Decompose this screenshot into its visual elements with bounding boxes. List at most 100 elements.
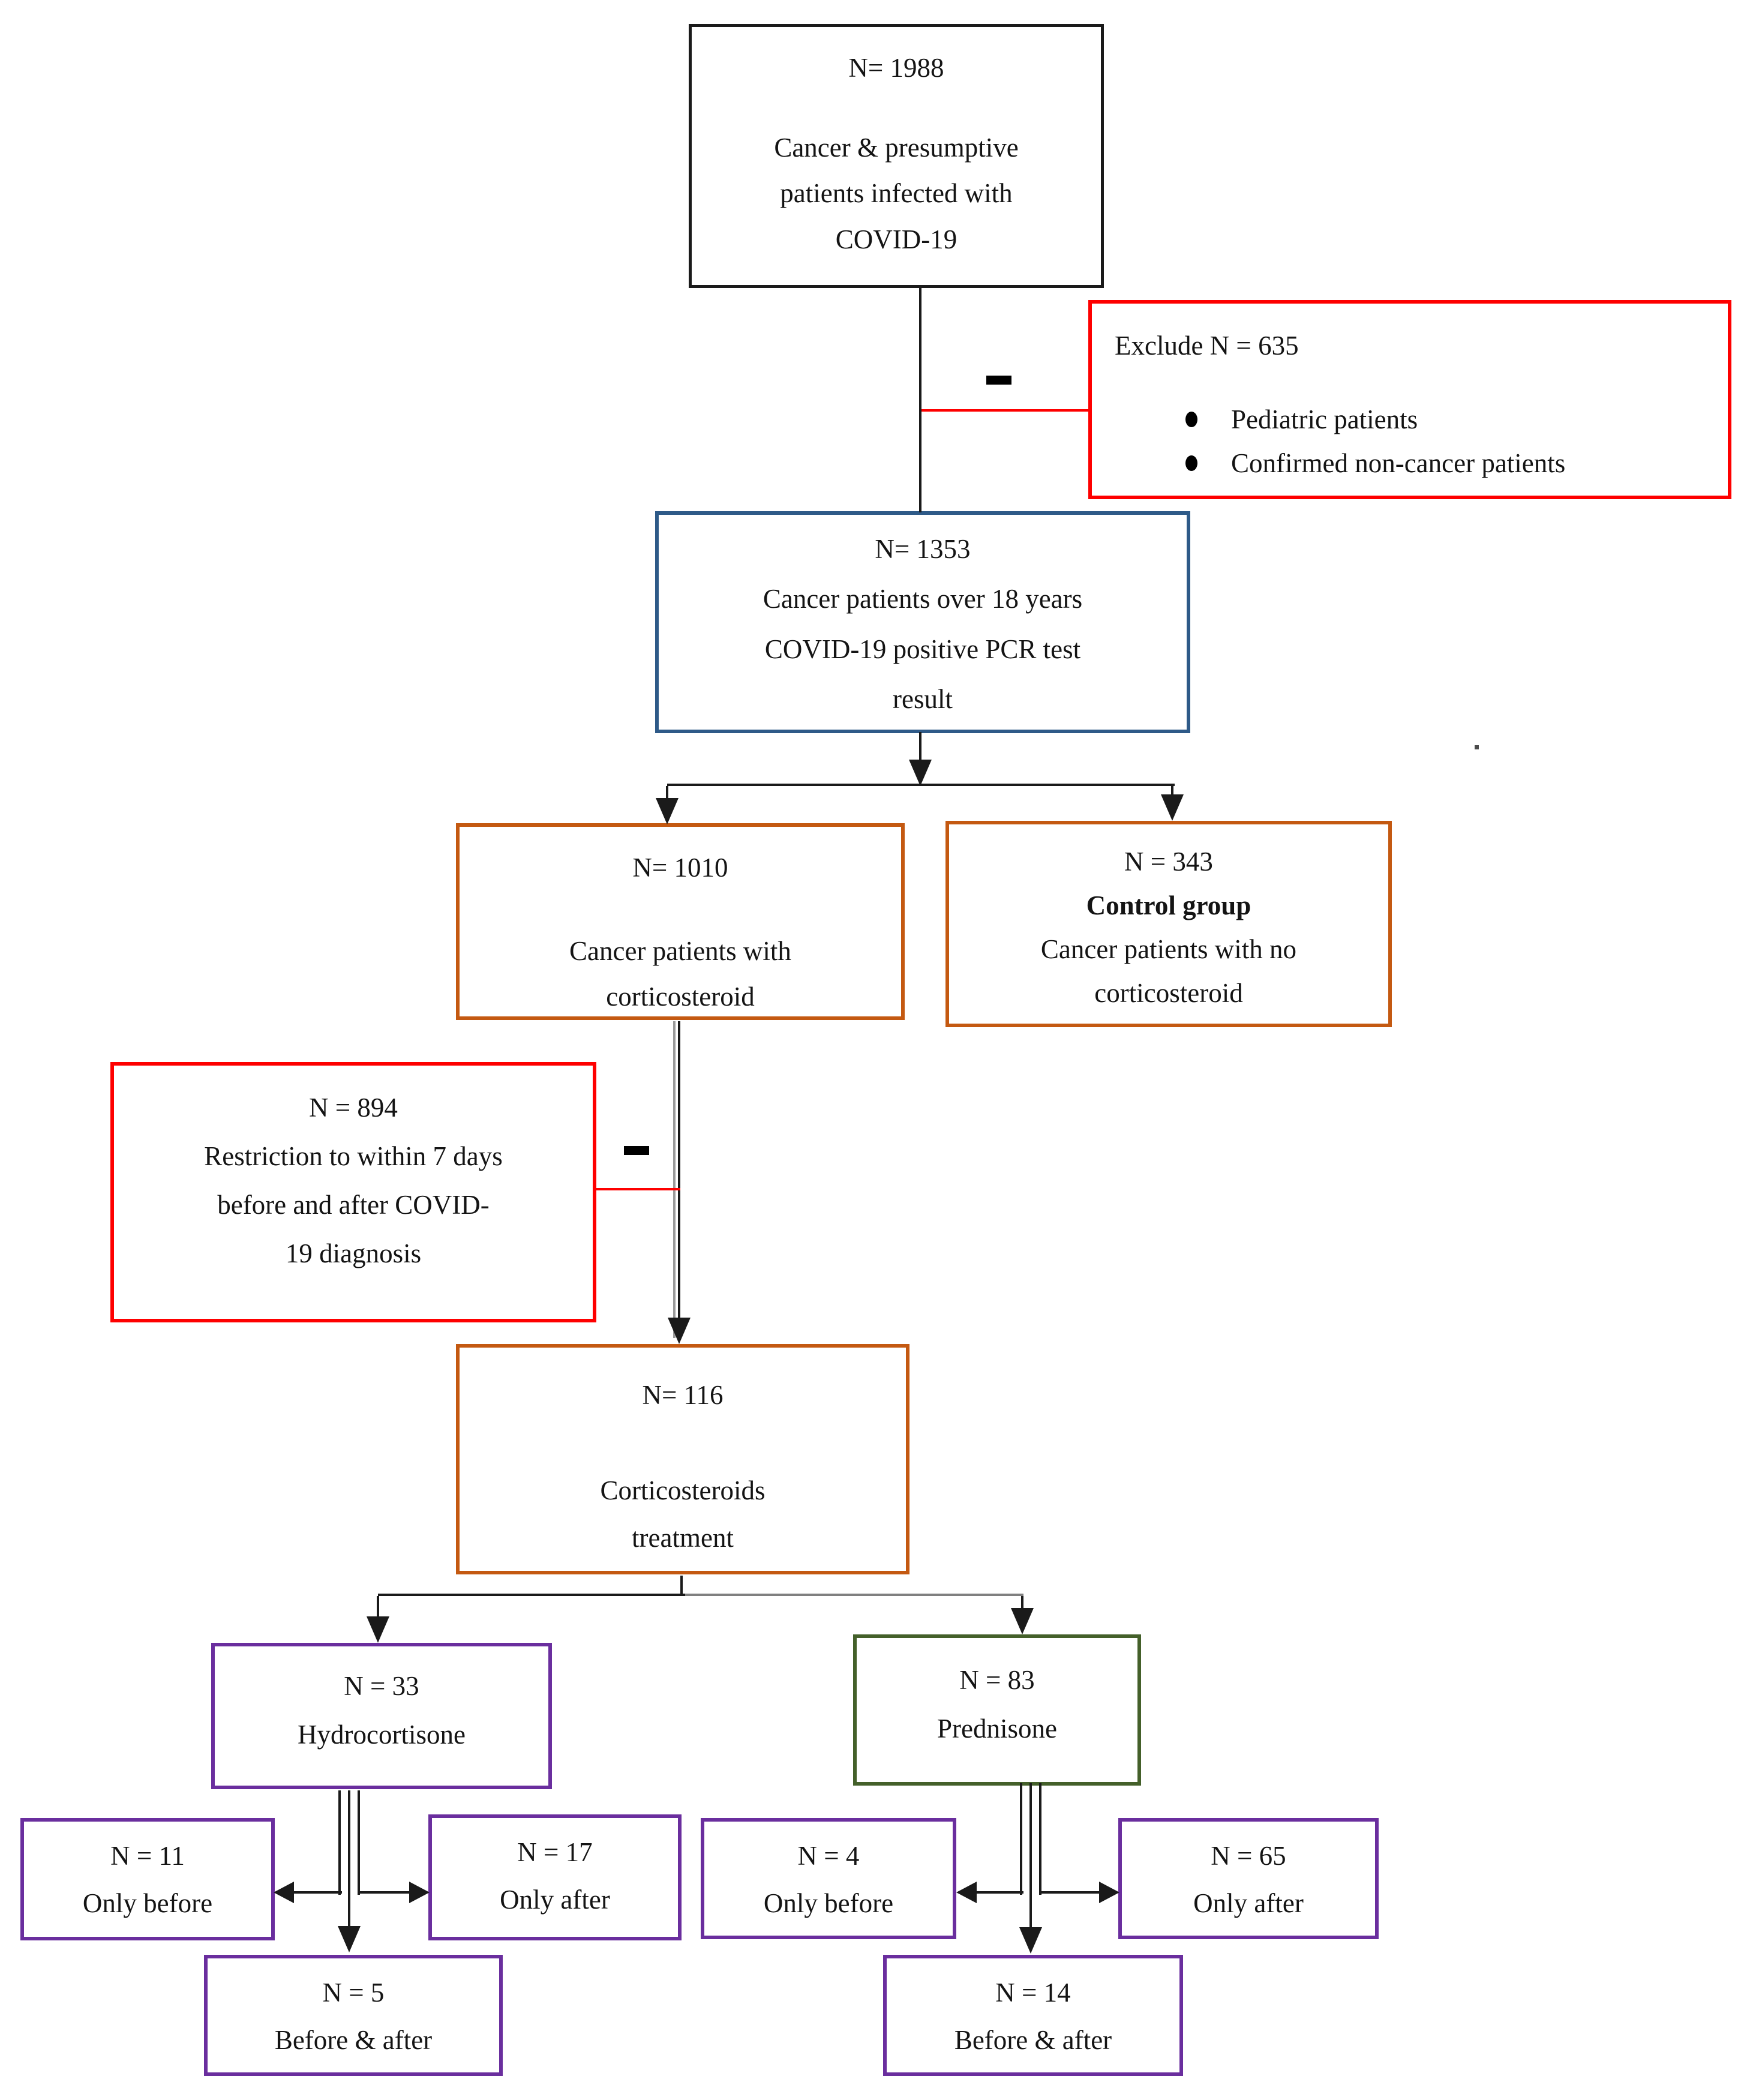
bullet-dot-icon bbox=[1185, 455, 1197, 472]
connector-hydro-left-line bbox=[338, 1790, 341, 1895]
box-line: Before & after bbox=[274, 2024, 433, 2055]
bullet-text: Pediatric patients bbox=[1231, 404, 1418, 434]
arrowhead-left-icon bbox=[274, 1882, 294, 1903]
box-line: 19 diagnosis bbox=[285, 1238, 422, 1268]
connector-stub-hydro bbox=[377, 1596, 379, 1619]
arrowhead-down-icon bbox=[1161, 794, 1184, 821]
connector-split-bar-black bbox=[378, 1594, 685, 1596]
n-count: N = 33 bbox=[344, 1671, 419, 1701]
connector-total-to-pcr bbox=[919, 288, 921, 512]
arrowhead-left-icon bbox=[956, 1882, 977, 1903]
connector-pred-left-line bbox=[1020, 1783, 1022, 1895]
connector-pred-left-arm bbox=[975, 1891, 1023, 1894]
connector-split-bar-gray bbox=[685, 1594, 1023, 1596]
n-count: N = 5 bbox=[322, 1978, 385, 2008]
flow-box-with-corticosteroid: N= 1010 Cancer patients with corticoster… bbox=[456, 823, 905, 1020]
connector-hydro-right-arm bbox=[359, 1891, 410, 1894]
connector-hydro-left-arm bbox=[293, 1891, 342, 1894]
n-count: N= 1010 bbox=[632, 853, 728, 883]
connector-cortico-to-treat bbox=[678, 1021, 680, 1319]
minus-icon bbox=[986, 376, 1011, 385]
arrowhead-down-icon bbox=[909, 760, 932, 786]
flow-box-corticosteroids-treatment: N= 116 Corticosteroids treatment bbox=[456, 1344, 909, 1574]
n-count: N= 116 bbox=[642, 1380, 724, 1410]
box-line: COVID-19 bbox=[835, 224, 957, 254]
dot-icon bbox=[1475, 745, 1479, 749]
flow-box-exclusions: Exclude N = 635 Pediatric patients Confi… bbox=[1088, 300, 1731, 499]
connector-pcr-stem bbox=[919, 732, 921, 761]
flow-box-hydro-only-before: N = 11 Only before bbox=[20, 1818, 275, 1940]
n-count: N = 11 bbox=[110, 1841, 185, 1871]
box-line: Before & after bbox=[954, 2024, 1112, 2055]
flow-box-pcr-positive: N= 1353 Cancer patients over 18 years CO… bbox=[655, 511, 1190, 733]
bullet-item: Confirmed non-cancer patients bbox=[1185, 442, 1728, 485]
n-count: N = 343 bbox=[1124, 847, 1213, 877]
flow-box-restriction-7days: N = 894 Restriction to within 7 days bef… bbox=[110, 1062, 596, 1322]
n-count: N= 1988 bbox=[848, 53, 944, 83]
bullet-text: Confirmed non-cancer patients bbox=[1231, 448, 1566, 478]
connector-hydro-right-line bbox=[358, 1790, 360, 1895]
n-count: N = 65 bbox=[1211, 1841, 1286, 1871]
box-line: Cancer patients with no bbox=[1040, 934, 1297, 964]
n-count: N = 894 bbox=[309, 1093, 398, 1123]
arrowhead-right-icon bbox=[409, 1882, 430, 1903]
box-line: Restriction to within 7 days bbox=[204, 1141, 503, 1171]
flow-box-pred-before-and-after: N = 14 Before & after bbox=[883, 1955, 1183, 2076]
box-line: treatment bbox=[632, 1522, 734, 1553]
arrowhead-down-icon bbox=[338, 1926, 361, 1952]
arrowhead-down-icon bbox=[1011, 1608, 1034, 1634]
bullet-dot-icon bbox=[1185, 412, 1197, 428]
n-count: N = 83 bbox=[959, 1665, 1035, 1695]
connector-stub-pred bbox=[1021, 1596, 1023, 1610]
n-count: N = 4 bbox=[797, 1841, 860, 1871]
arrowhead-down-icon bbox=[1019, 1927, 1042, 1954]
exclude-title: Exclude N = 635 bbox=[1115, 331, 1299, 361]
box-line: COVID-19 positive PCR test bbox=[764, 634, 1081, 664]
connector-pred-mid-line bbox=[1029, 1783, 1032, 1928]
n-count: N= 1353 bbox=[875, 534, 971, 564]
flow-box-total-patients: N= 1988 Cancer & presumptive patients in… bbox=[689, 24, 1104, 288]
box-line: Only before bbox=[82, 1888, 213, 1918]
box-line: patients infected with bbox=[780, 178, 1013, 208]
box-line: Cancer patients with bbox=[569, 935, 791, 966]
connector-pred-right-arm bbox=[1040, 1891, 1100, 1894]
bullet-item: Pediatric patients bbox=[1185, 398, 1728, 442]
arrowhead-down-icon bbox=[656, 798, 679, 824]
n-count: N = 14 bbox=[995, 1978, 1071, 2008]
connector-restrict-link bbox=[596, 1188, 680, 1190]
box-line: Prednisone bbox=[937, 1714, 1057, 1744]
arrowhead-down-icon bbox=[668, 1318, 691, 1344]
connector-exclude-link bbox=[921, 409, 1089, 412]
flow-box-prednisone: N = 83 Prednisone bbox=[853, 1634, 1141, 1786]
box-line: Cancer patients over 18 years bbox=[763, 584, 1083, 614]
box-line: Only before bbox=[763, 1888, 894, 1918]
control-group-subtitle: Control group bbox=[1086, 890, 1251, 920]
arrowhead-down-icon bbox=[367, 1616, 389, 1643]
minus-icon bbox=[624, 1146, 649, 1155]
box-line: before and after COVID- bbox=[217, 1190, 490, 1220]
box-line: Only after bbox=[500, 1884, 610, 1915]
flow-box-hydrocortisone: N = 33 Hydrocortisone bbox=[211, 1643, 552, 1789]
connector-stub-right bbox=[1171, 786, 1173, 796]
connector-pred-right-line bbox=[1039, 1783, 1041, 1895]
connector-treat-stem bbox=[680, 1576, 683, 1596]
flow-box-pred-only-after: N = 65 Only after bbox=[1118, 1818, 1379, 1939]
arrowhead-right-icon bbox=[1099, 1882, 1119, 1903]
connector-shadow-line bbox=[673, 1021, 676, 1338]
box-line: Hydrocortisone bbox=[298, 1720, 466, 1750]
flow-box-control-group: N = 343 Control group Cancer patients wi… bbox=[945, 821, 1392, 1027]
box-line: Corticosteroids bbox=[600, 1475, 766, 1505]
n-count: N = 17 bbox=[517, 1837, 593, 1867]
box-line: corticosteroid bbox=[1094, 977, 1243, 1008]
exclude-bullet-list: Pediatric patients Confirmed non-cancer … bbox=[1115, 398, 1728, 485]
box-line: Only after bbox=[1193, 1888, 1304, 1918]
connector-stub-left bbox=[666, 786, 668, 800]
connector-split-bar bbox=[667, 784, 1175, 786]
flow-box-hydro-before-and-after: N = 5 Before & after bbox=[204, 1955, 503, 2076]
box-line: Cancer & presumptive bbox=[774, 132, 1019, 163]
box-line: corticosteroid bbox=[606, 982, 755, 1012]
flow-box-pred-only-before: N = 4 Only before bbox=[701, 1818, 956, 1939]
connector-hydro-mid-line bbox=[348, 1790, 350, 1928]
box-line: result bbox=[893, 683, 953, 714]
